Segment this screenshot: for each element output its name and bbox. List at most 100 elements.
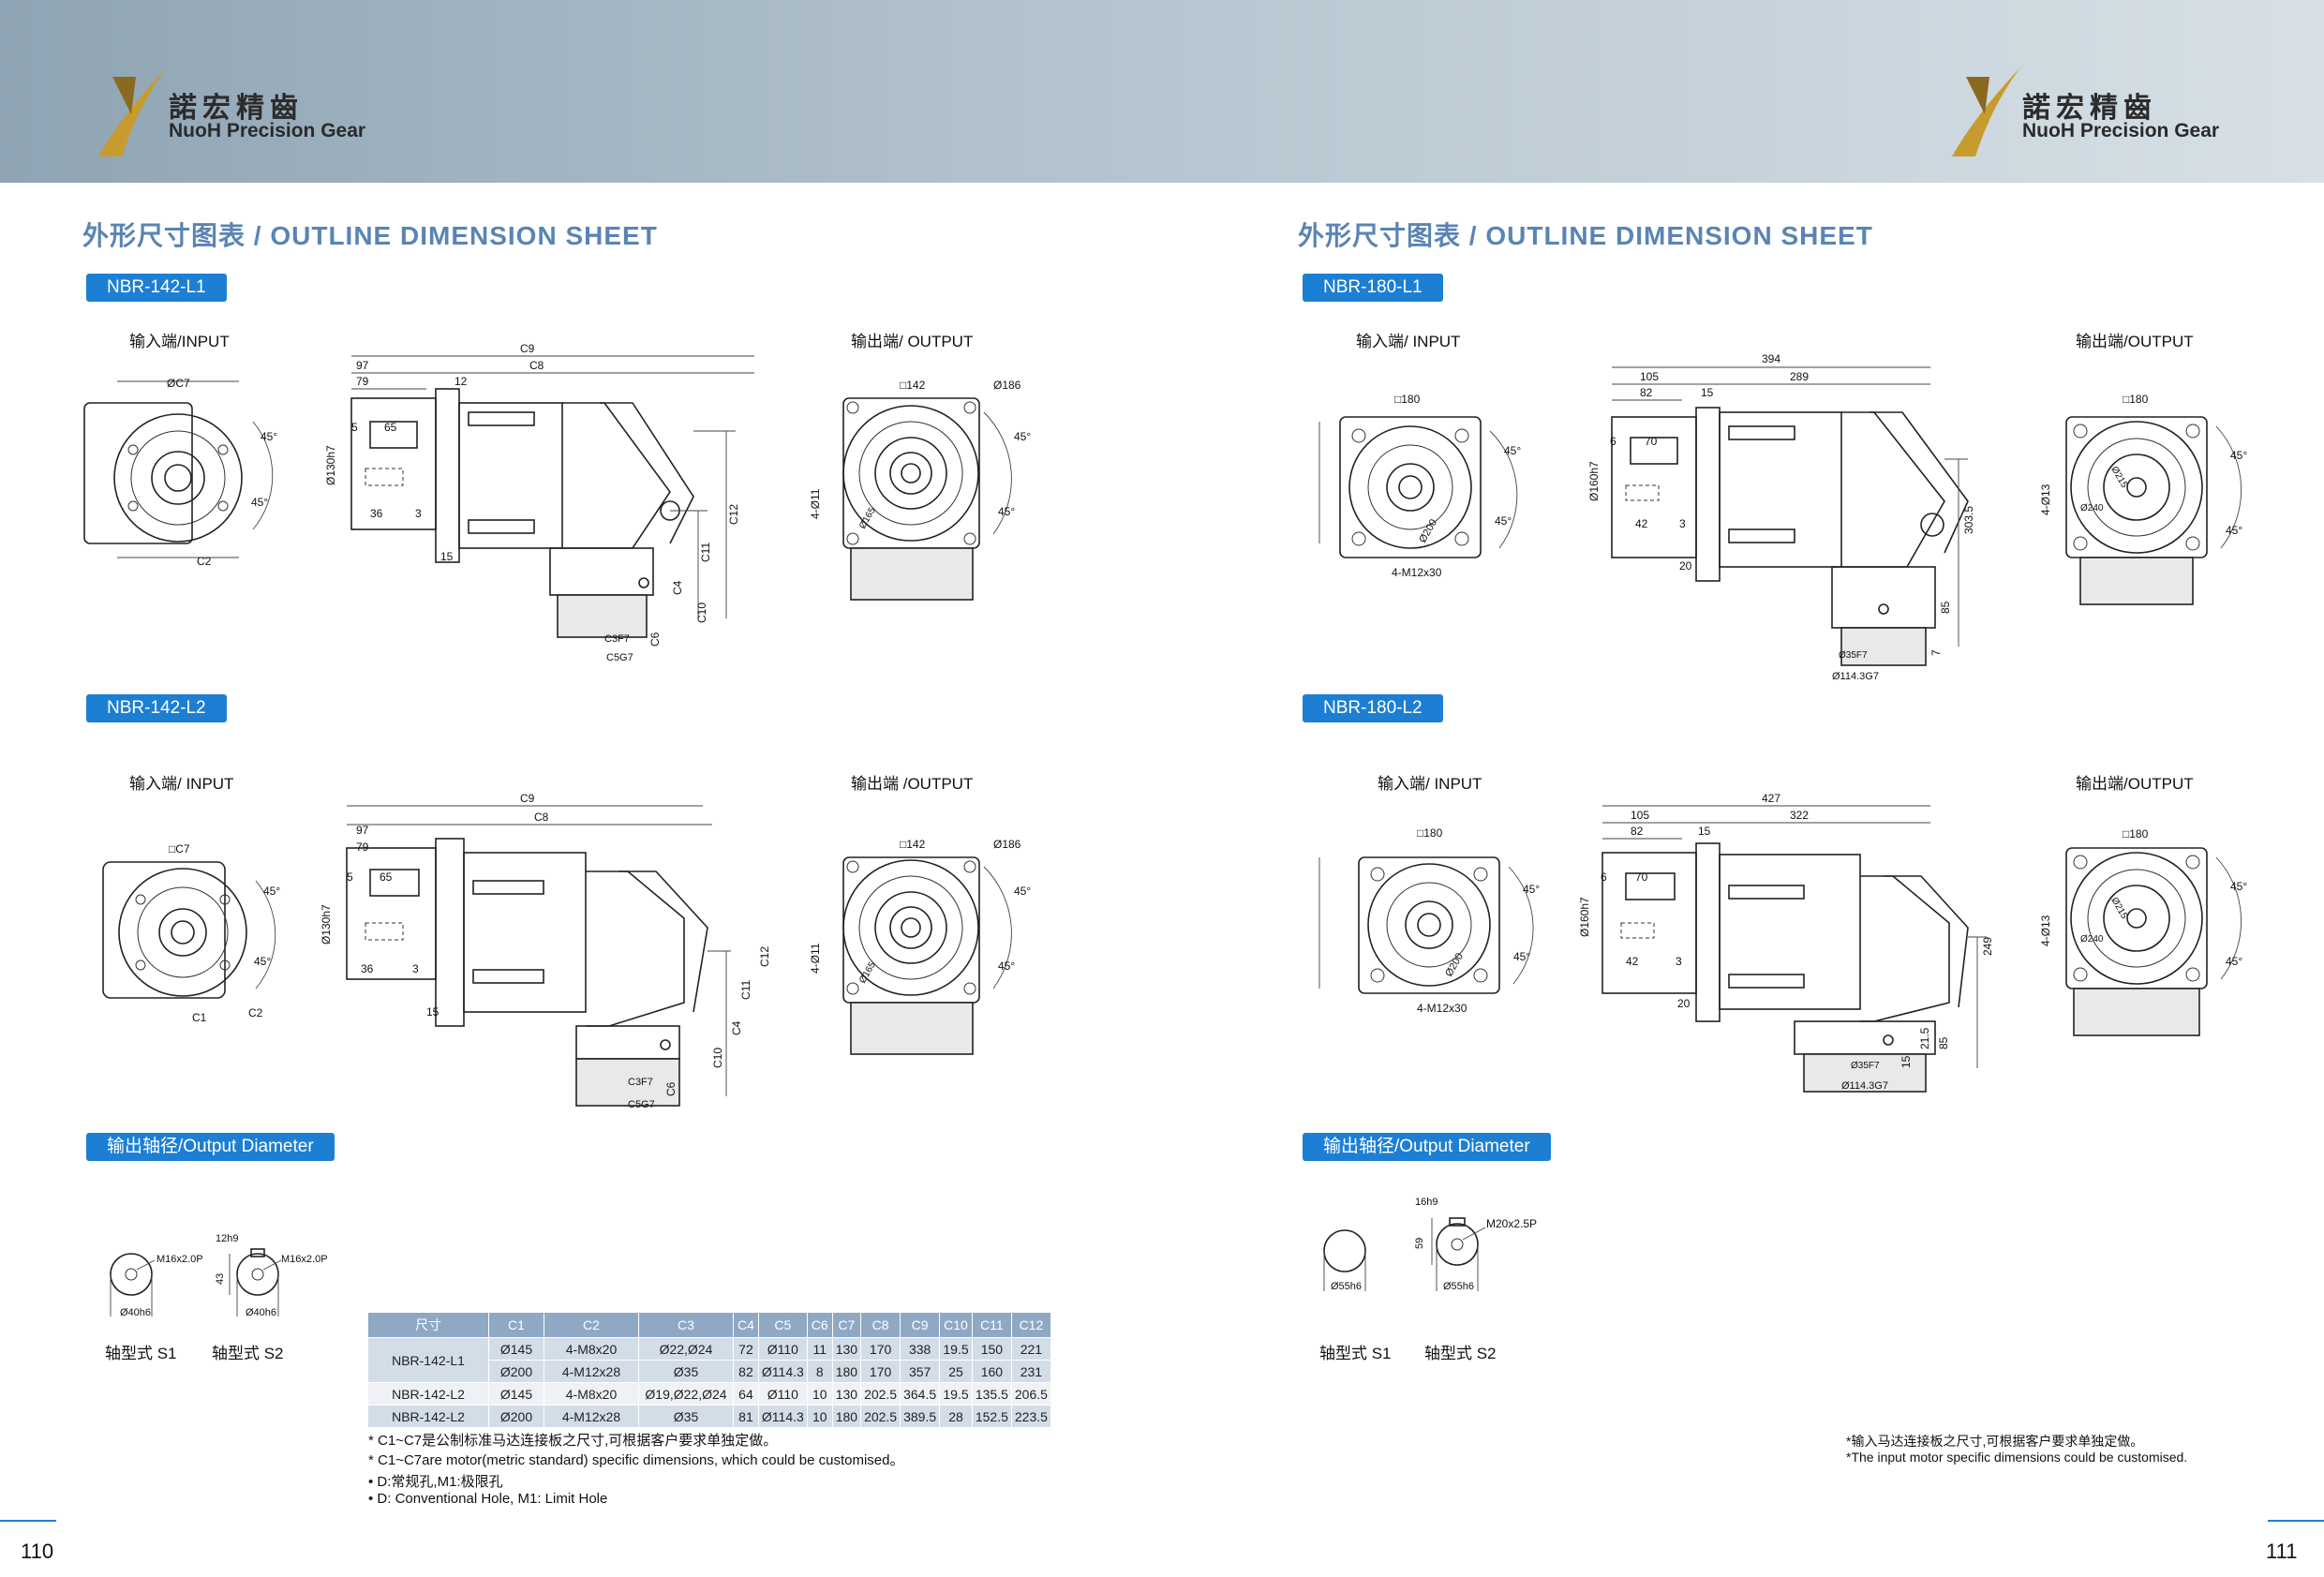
logo-english-name: NuoH Precision Gear — [2022, 120, 2220, 141]
table-cell: 11 — [806, 1337, 833, 1361]
table-cell: 4-M8x20 — [544, 1382, 639, 1406]
table-cell: 223.5 — [1010, 1405, 1051, 1428]
r-s2-thread: M20x2.5P — [1486, 1217, 1537, 1230]
s2-thread: M16x2.0P — [281, 1254, 328, 1265]
s1-thread: M16x2.0P — [156, 1254, 203, 1265]
r-dim-45-e: 45° — [1523, 883, 1540, 896]
th-c4: C4 — [733, 1312, 759, 1338]
table-cell: 25 — [939, 1360, 973, 1383]
table-cell: 170 — [860, 1360, 901, 1383]
r-dim-70: 70 — [1645, 435, 1658, 448]
dim-c5: C5G7 — [606, 652, 633, 663]
l2-side-view: C9 C8 97 79 5 65 36 3 15 Ø130h7 C12 C11 … — [320, 792, 771, 1110]
r-dim-42-l2: 42 — [1626, 955, 1639, 968]
note-right-2: *The input motor specific dimensions cou… — [1846, 1450, 2188, 1465]
dim-hole4: 4-Ø11 — [809, 488, 822, 519]
table-cell: 130 — [831, 1382, 862, 1406]
s1-label-left: 轴型式 S1 — [105, 1345, 177, 1362]
table-row: NBR-142-L1 Ø145 4-M8x20 Ø22,Ø24 72 Ø110 … — [367, 1337, 1051, 1383]
right-shaft-types: Ø55h6 16h9 59 M20x2.5P Ø55h6 — [1323, 1197, 1537, 1292]
table-cell: Ø110 — [757, 1337, 808, 1361]
r-dim-dia160: Ø160h7 — [1587, 461, 1601, 501]
r-dim-m12-l2: 4-M12x30 — [1417, 1002, 1467, 1015]
r-dim-15b: 15 — [1899, 1055, 1913, 1068]
th-c5: C5 — [757, 1312, 808, 1338]
dim-c3: C3F7 — [604, 633, 630, 645]
table-header-row: 尺寸 C1 C2 C3 C4 C5 C6 C7 C8 C9 C10 C11 C1… — [367, 1312, 1051, 1338]
l2-output-view: □142 Ø186 4-Ø11 Ø165 45° 45° — [809, 838, 1031, 1055]
dim-45-f: 45° — [254, 955, 271, 968]
table-cell: Ø200 — [488, 1405, 544, 1428]
r-dim-45-b: 45° — [1495, 514, 1512, 528]
r-dim-15-l2: 15 — [1698, 825, 1711, 838]
dim-5-l2: 5 — [347, 870, 353, 884]
dim-45-g: 45° — [1014, 885, 1031, 898]
spec-table: 尺寸 C1 C2 C3 C4 C5 C6 C7 C8 C9 C10 C11 C1… — [367, 1312, 1051, 1428]
table-cell: NBR-142-L2 — [367, 1382, 489, 1406]
table-cell: 152.5 — [971, 1405, 1012, 1428]
dim-45-c: 45° — [1014, 430, 1031, 443]
dim-c8: C8 — [529, 359, 544, 372]
output-label-180-l2: 输出端/OUTPUT — [2076, 775, 2194, 793]
r-dim-45-g: 45° — [2230, 880, 2247, 893]
dim-sq142-l2: □142 — [900, 838, 926, 851]
dim-c3-l2: C3F7 — [628, 1077, 653, 1088]
output-diameter-tag-left: 输出轴径/Output Diameter — [86, 1133, 335, 1161]
th-c6: C6 — [806, 1312, 833, 1338]
th-c2: C2 — [544, 1312, 639, 1338]
r-l2-side-view: 427 105 322 82 15 6 70 42 3 20 Ø160h7 24… — [1578, 792, 1994, 1093]
r-dim-d200-l2: Ø200 — [1443, 951, 1466, 978]
l1-output-view: □142 Ø186 4-Ø11 Ø165 45° 45° — [809, 379, 1031, 601]
r-dim-215: 21.5 — [1918, 1027, 1931, 1049]
table-cell: 135.5 — [971, 1382, 1012, 1406]
s2-key: 12h9 — [216, 1233, 238, 1244]
l1-side-view: C9 C8 97 79 12 5 65 36 3 15 Ø130h7 C12 C… — [324, 342, 754, 663]
output-diameter-tag-right: 输出轴径/Output Diameter — [1303, 1133, 1551, 1161]
dim-d186: Ø186 — [993, 379, 1021, 392]
dim-c5-l2: C5G7 — [628, 1099, 655, 1110]
table-cell: 202.5 — [860, 1382, 901, 1406]
table-row: NBR-142-L2 Ø200 4-M12x28 Ø35 81 Ø114.3 1… — [367, 1405, 1051, 1428]
table-cell: Ø114.3 — [757, 1405, 808, 1428]
table-cell: 357 — [900, 1360, 941, 1383]
r-dim-20-l2: 20 — [1677, 997, 1691, 1010]
th-c3: C3 — [638, 1312, 734, 1338]
r-l2-input-view: □180 4-M12x30 Ø200 45° 45° — [1318, 826, 1540, 1015]
dim-c12: C12 — [727, 504, 740, 525]
r-s1-dia: Ø55h6 — [1331, 1281, 1362, 1292]
dim-15-l2: 15 — [426, 1005, 439, 1019]
r-dim-20: 20 — [1679, 559, 1692, 573]
dim-c1: C1 — [192, 1011, 207, 1024]
table-cell: Ø200 — [488, 1360, 544, 1383]
dim-45-a: 45° — [261, 430, 277, 443]
r-dim-427: 427 — [1762, 792, 1780, 805]
s1-label-right: 轴型式 S1 — [1319, 1345, 1392, 1362]
dim-45-e: 45° — [263, 885, 280, 898]
dim-c7sq: □C7 — [169, 842, 190, 855]
table-cell: 4-M12x28 — [544, 1405, 639, 1428]
left-sheet-title: 外形尺寸图表 / OUTLINE DIMENSION SHEET — [82, 221, 658, 250]
table-cell: NBR-142-L1 — [367, 1337, 489, 1383]
table-cell: Ø110 — [757, 1382, 808, 1406]
table-cell: 10 — [806, 1405, 833, 1428]
table-cell: Ø145 — [488, 1337, 544, 1361]
r-dim-3-l2: 3 — [1676, 955, 1682, 968]
table-cell: 130 — [831, 1337, 862, 1361]
s2-label-left: 轴型式 S2 — [212, 1345, 284, 1362]
r-dim-6: 6 — [1610, 435, 1616, 448]
dim-65-l2: 65 — [380, 870, 393, 884]
th-c7: C7 — [831, 1312, 862, 1338]
dim-3: 3 — [415, 507, 422, 520]
model-tag-nbr-142-l1: NBR-142-L1 — [86, 274, 227, 302]
table-cell: 170 — [860, 1337, 901, 1361]
dim-c8-l2: C8 — [534, 811, 549, 824]
table-cell: 389.5 — [900, 1405, 941, 1428]
r-l2-output-view: □180 4-Ø13 Ø215 Ø240 45° 45° — [2039, 827, 2247, 1036]
th-c12: C12 — [1010, 1312, 1051, 1338]
dim-97: 97 — [356, 359, 369, 372]
model-tag-nbr-142-l2: NBR-142-L2 — [86, 694, 227, 722]
r-dim-dia160-l2: Ø160h7 — [1578, 897, 1591, 937]
r-dim-3035: 303.5 — [1962, 506, 1975, 534]
r-dim-d1143: Ø114.3G7 — [1832, 671, 1879, 682]
r-dim-sq180-out-l2: □180 — [2123, 827, 2149, 841]
